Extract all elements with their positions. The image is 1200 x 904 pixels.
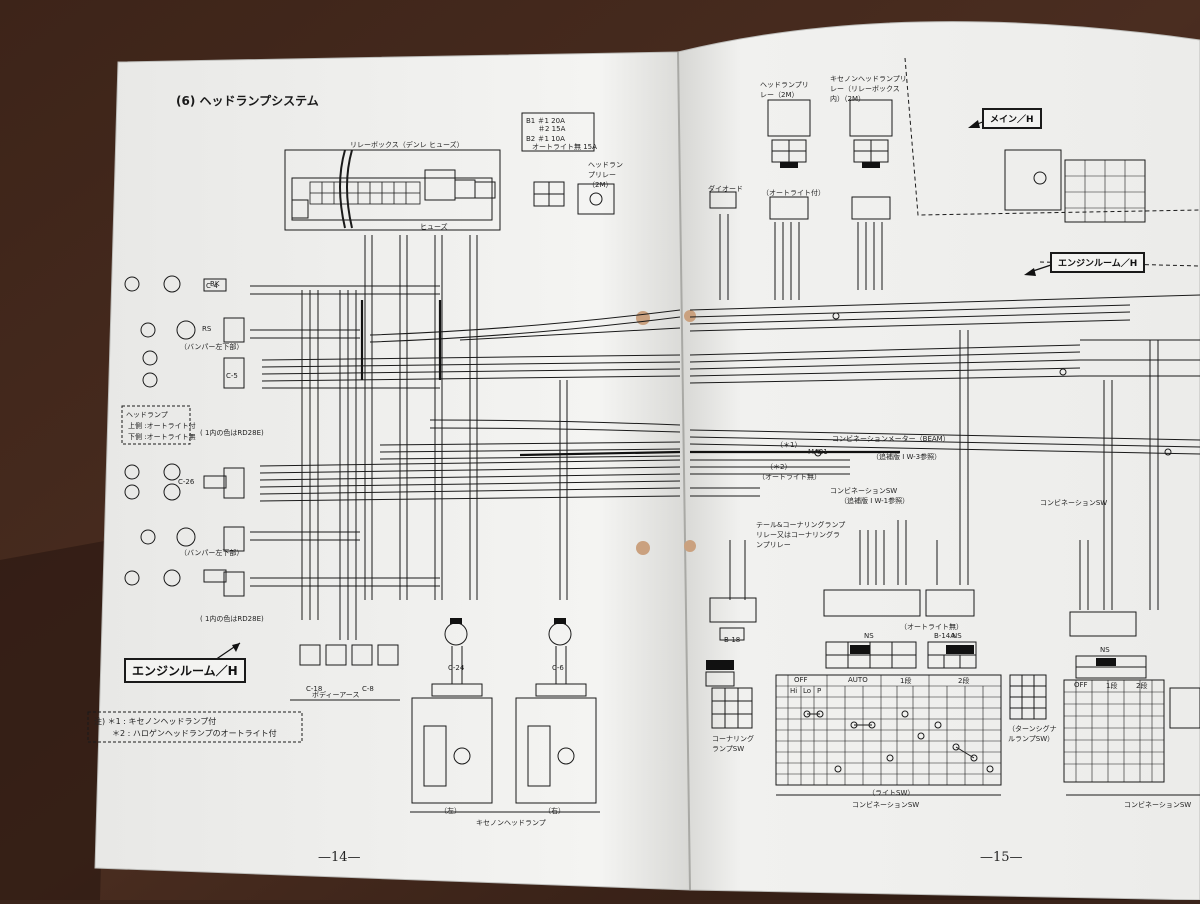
switch-header-2-2: 2段 [1136,682,1148,690]
ns-label-2: NS [952,632,962,640]
connector-c24: C-24 [448,664,465,672]
footnote-1: 注) ＊1 : キセノンヘッドランプ付 [94,717,217,726]
cornering-lamp-sw-label: コーナリングランプSW [712,735,754,753]
light-sw-label: （ライトSW） [868,789,915,797]
switch-header-1: 1段 [900,677,912,685]
combination-switch-table-2 [1063,679,1200,783]
combination-sw-label-2: コンビネーションSW [1040,499,1108,507]
lamp-symbols-left [124,275,245,597]
xenon-headlamp-right [515,697,597,804]
b18-label: B-18 [724,636,741,644]
mark-2-label: （＊2） [766,463,792,471]
binding-hole [684,540,696,552]
supplement-w1-label: （追補版 I W-1参照） [840,497,910,505]
diode-label: ダイオード [708,185,743,193]
autolight-present-label: （オートライト付） [762,189,825,197]
book-spine [677,51,691,891]
headlamp-relay-right-label: ヘッドランプリレー（2M） [760,81,809,99]
main-harness-region [904,57,1200,216]
circle-note-1: ( 1内の色はRD28E) [200,429,264,437]
switch-header-off-2: OFF [1074,681,1088,689]
fuse-note-3: B2 ＃1 10A [526,135,565,143]
fuse-note-1: B1 ＃1 20A [526,117,565,125]
fuse-note-4: オートライト無 15A [532,143,597,151]
autolight-absent-label-2: （オートライト無） [900,623,963,631]
switch-header-off: OFF [794,676,808,684]
fuse-note-2: ＃2 15A [538,125,566,133]
body-earth-label: ボディーアース [312,691,360,699]
fuse-label: ヒューズ [420,223,448,231]
connector-c18: C-18 [306,685,323,693]
ground-connectors [290,644,400,701]
ns-label-1: NS [864,632,874,640]
switch-header-1-2: 1段 [1106,682,1118,690]
relay-box-label: リレーボックス（デンレ ヒューズ） [350,141,464,149]
rs-label: RS [202,325,212,333]
engine-room-h-label: エンジンルーム／H [1050,252,1146,273]
rk-label: RK [210,280,220,288]
combination-sw-bottom-label-2: コンビネーションSW [1124,801,1192,809]
footnote-box [87,711,303,743]
connector-c26: C-26 [178,478,195,486]
page-number-right: —15— [980,850,1023,865]
binding-hole [684,310,696,322]
circle-note-2: ( 1内の色はRD28E) [200,615,264,623]
left-side-label: （左） [440,807,461,815]
turn-signal-sw-label: （ターンシグナルランプSW） [1008,725,1057,743]
switch-sub-p: P [817,687,822,695]
section-title: (6) ヘッドランプシステム [176,94,319,108]
right-side-label: （右） [544,807,565,815]
connector-c4: C-4 [206,282,218,290]
footnote-2: ＊2 : ハロゲンヘッドランプのオートライト付 [112,729,277,738]
bumper-lower-label-1: （バンパー左下部） [180,343,244,351]
tail-cornering-relay-label: テール&コーナリングランプリレー又はコーナリングランプリレー [756,521,846,549]
switch-sub-lo: Lo [803,687,812,695]
xenon-headlamp-left [411,697,493,804]
bumper-lower-label-2: （バンパー左下部） [180,549,244,557]
headlamp-note-box [121,405,191,445]
combination-sw-label: コンビネーションSW [830,487,898,495]
connector-c8: C-8 [362,685,374,693]
connector-c6: C-6 [552,664,564,672]
headlamp-relay-right [767,99,811,137]
switch-header-2: 2段 [958,677,970,685]
ma21-label: MA21 [808,448,828,456]
switch-header-auto: AUTO [848,676,868,684]
supplement-w3-label: （追補版 I W-3参照） [872,453,942,461]
b14a-label: B-14A [934,632,956,640]
headlamp-note-2: 上側 :オートライト付 [128,422,196,430]
fuse-note-box [521,112,595,152]
relay-box [284,149,501,231]
headlamp-note-1: ヘッドランプ [126,411,168,419]
binding-hole [636,311,650,325]
headlamp-note-3: 下側 :オートライト無 [128,433,196,441]
headlamp-relay-label: ヘッドランプリレー（2M） [588,161,623,189]
turn-signal-switch-table [1009,674,1047,720]
page-number-left: —14— [318,850,361,865]
combination-meter-label: コンビネーションメーター（BEAM） [832,435,950,443]
main-h-label: メイン／H [982,108,1042,129]
ns-label-3: NS [1100,646,1110,654]
mark-1-label: （＊1） [776,441,802,449]
xenon-relay-label: キセノンヘッドランプリレー（リレーボックス内）（2M） [830,75,907,103]
binding-hole [636,541,650,555]
autolight-absent-label: （オートライト無） [758,473,821,481]
xenon-relay [849,99,893,137]
xenon-headlamp-label: キセノンヘッドランプ [476,819,546,827]
zone-label-engine-room: エンジンルーム／H [124,658,246,683]
switch-sub-hi: Hi [790,687,798,695]
combination-sw-bottom-label: コンビネーションSW [852,801,920,809]
combination-switch-table [775,674,1002,786]
connector-c5: C-5 [226,372,238,380]
